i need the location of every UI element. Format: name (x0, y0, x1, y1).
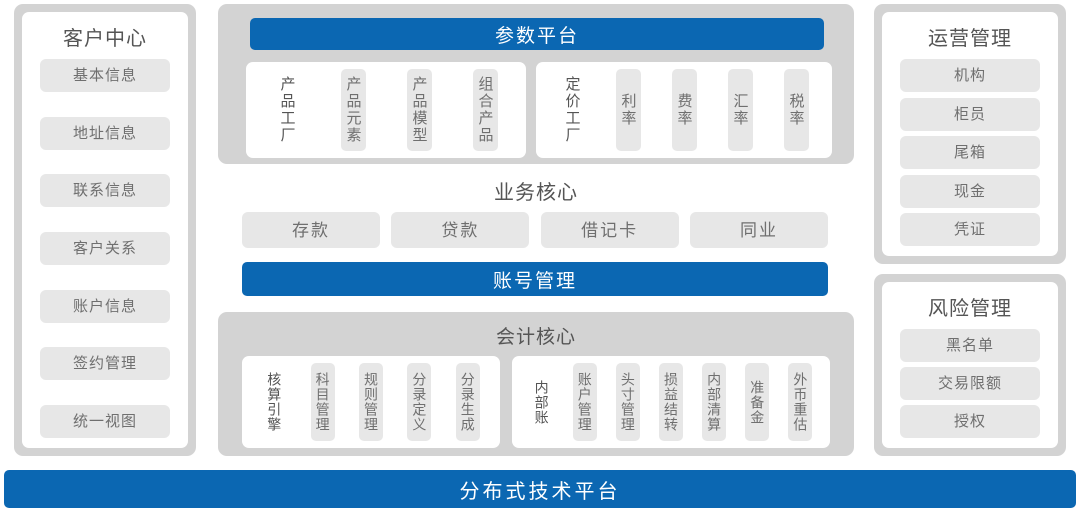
foreign-currency-revaluation-item[interactable]: 外币重估 (788, 363, 813, 441)
customer-center-item-5[interactable]: 账户信息 (40, 289, 170, 323)
customer-center-panel: 客户中心 基本信息地址信息联系信息客户关系账户信息签约管理统一视图 (14, 4, 196, 456)
operations-item-2[interactable]: 柜员 (900, 97, 1040, 131)
operations-item-3[interactable]: 尾箱 (900, 136, 1040, 169)
center-column: 参数平台 产品工厂 产品元素 产品模型 组合产品 定价工厂 利率 费率 汇率 税… (212, 0, 860, 460)
tax-rate-item[interactable]: 税率 (783, 69, 809, 151)
entry-generation-item[interactable]: 分录生成 (455, 363, 480, 441)
risk-item-1[interactable]: 黑名单 (900, 329, 1040, 362)
product-model-item[interactable]: 产品模型 (406, 69, 432, 151)
customer-center-card: 客户中心 基本信息地址信息联系信息客户关系账户信息签约管理统一视图 (22, 12, 188, 448)
accounting-core-panel: 会计核心 核算引擎 科目管理 规则管理 分录定义 分录生成 内部账 账户管理 头… (218, 312, 854, 456)
accounting-engine-group: 核算引擎 科目管理 规则管理 分录定义 分录生成 (242, 356, 500, 448)
parameter-platform-title: 参数平台 (250, 18, 824, 50)
risk-management-title: 风险管理 (928, 298, 1012, 320)
parameter-platform-panel: 参数平台 产品工厂 产品元素 产品模型 组合产品 定价工厂 利率 费率 汇率 税… (218, 4, 854, 164)
operations-item-list: 机构柜员尾箱现金凭证 (900, 59, 1040, 246)
entry-definition-item[interactable]: 分录定义 (407, 363, 432, 441)
business-core-title: 业务核心 (494, 182, 578, 204)
risk-item-2[interactable]: 交易限额 (900, 367, 1040, 400)
business-core-item-list: 存款 贷款 借记卡 同业 (242, 212, 828, 248)
internal-settlement-item[interactable]: 内部清算 (702, 363, 727, 441)
profit-loss-carryover-item[interactable]: 损益结转 (658, 363, 683, 441)
interbank-item[interactable]: 同业 (689, 212, 828, 248)
customer-center-title: 客户中心 (63, 28, 147, 50)
account-management-bar: 账号管理 (242, 262, 828, 296)
loan-item[interactable]: 贷款 (391, 212, 530, 248)
customer-center-item-3[interactable]: 联系信息 (40, 174, 170, 208)
risk-item-3[interactable]: 授权 (900, 405, 1040, 438)
internal-ledger-label: 内部账 (533, 379, 550, 425)
accounting-engine-label: 核算引擎 (266, 372, 283, 432)
product-factory-label: 产品工厂 (278, 76, 296, 144)
deposit-item[interactable]: 存款 (242, 212, 380, 248)
combined-product-item[interactable]: 组合产品 (472, 69, 498, 151)
pricing-factory-group: 定价工厂 利率 费率 汇率 税率 (536, 62, 832, 158)
account-management-item[interactable]: 账户管理 (572, 363, 597, 441)
customer-center-item-4[interactable]: 客户关系 (40, 231, 170, 265)
operations-management-panel: 运营管理 机构柜员尾箱现金凭证 (874, 4, 1066, 264)
customer-center-item-1[interactable]: 基本信息 (40, 59, 170, 92)
accounting-core-title: 会计核心 (495, 327, 576, 348)
pricing-factory-label: 定价工厂 (563, 76, 581, 144)
debit-card-item[interactable]: 借记卡 (540, 212, 679, 248)
customer-center-item-6[interactable]: 签约管理 (40, 347, 170, 381)
customer-center-item-7[interactable]: 统一视图 (40, 404, 170, 438)
subject-management-item[interactable]: 科目管理 (310, 363, 335, 441)
interest-rate-item[interactable]: 利率 (615, 69, 641, 151)
operations-item-1[interactable]: 机构 (900, 59, 1040, 92)
technology-platform-bar: 分布式技术平台 (4, 470, 1076, 508)
operations-management-title: 运营管理 (928, 28, 1012, 50)
risk-item-list: 黑名单交易限额授权 (900, 329, 1040, 438)
internal-ledger-group: 内部账 账户管理 头寸管理 损益结转 内部清算 准备金 外币重估 (512, 356, 830, 448)
product-element-item[interactable]: 产品元素 (340, 69, 366, 151)
reserve-fund-item[interactable]: 准备金 (745, 363, 770, 441)
risk-management-card: 风险管理 黑名单交易限额授权 (882, 282, 1058, 448)
fee-rate-item[interactable]: 费率 (671, 69, 697, 151)
customer-center-item-2[interactable]: 地址信息 (40, 116, 170, 150)
position-management-item[interactable]: 头寸管理 (615, 363, 640, 441)
operations-item-5[interactable]: 凭证 (900, 213, 1040, 246)
exchange-rate-item[interactable]: 汇率 (727, 69, 753, 151)
risk-management-panel: 风险管理 黑名单交易限额授权 (874, 274, 1066, 456)
customer-center-item-list: 基本信息地址信息联系信息客户关系账户信息签约管理统一视图 (40, 59, 170, 438)
product-factory-group: 产品工厂 产品元素 产品模型 组合产品 (246, 62, 526, 158)
rule-management-item[interactable]: 规则管理 (358, 363, 383, 441)
operations-management-card: 运营管理 机构柜员尾箱现金凭证 (882, 12, 1058, 256)
operations-item-4[interactable]: 现金 (900, 174, 1040, 208)
